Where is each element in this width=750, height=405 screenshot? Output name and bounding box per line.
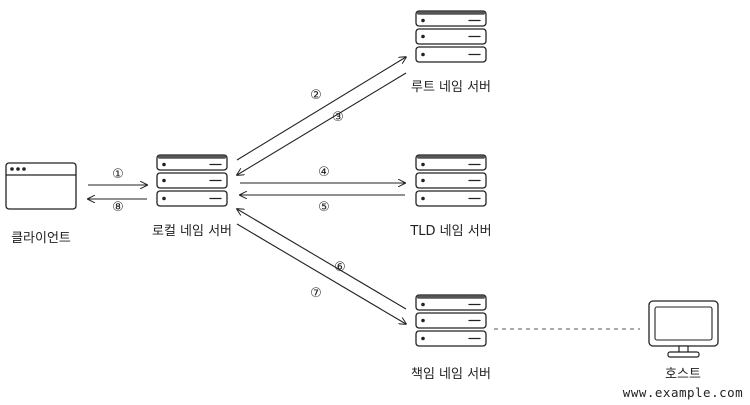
arrows [88,57,406,324]
host-domain-label: www.example.com [622,385,744,400]
step-1-label: ① [112,167,124,182]
auth-server-label: 책임 네임 서버 [410,367,492,382]
arrow-step-3 [237,72,407,175]
step-8-label: ⑧ [112,200,124,215]
tld-server-icon [415,154,487,207]
local-server-icon [156,154,228,207]
step-5-label: ⑤ [318,200,330,215]
client-label: 클라이언트 [11,231,71,246]
step-3-label: ③ [332,110,344,125]
tld-server-label: TLD 네임 서버 [410,224,492,239]
arrow-step-6 [237,209,407,310]
arrow-step-2 [236,57,406,161]
auth-server-icon [415,294,487,347]
step-2-label: ② [310,88,322,103]
browser-window-icon [5,162,77,210]
step-6-label: ⑥ [334,260,346,275]
local-server-label: 로컬 네임 서버 [151,224,233,239]
monitor-icon [648,300,719,358]
root-server-label: 루트 네임 서버 [410,80,492,95]
arrow-step-7 [236,223,406,324]
step-7-label: ⑦ [310,286,322,301]
host-label: 호스트 [665,367,701,382]
root-server-icon [415,10,487,63]
step-4-label: ④ [318,165,330,180]
